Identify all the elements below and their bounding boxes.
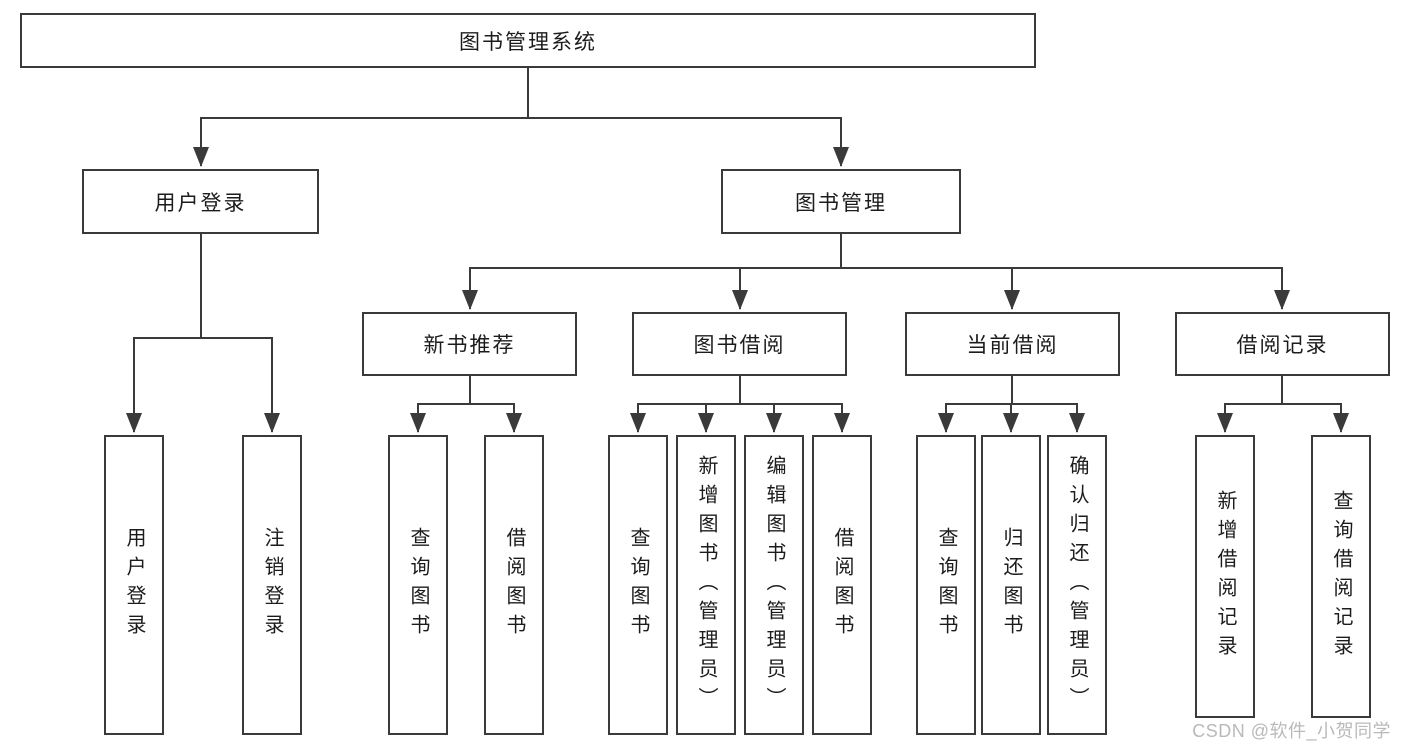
node-user-login: 用户登录	[82, 169, 319, 234]
node-root-system: 图书管理系统	[20, 13, 1036, 68]
leaf-borrowing-query-book-label: 查询图书	[627, 527, 649, 643]
leaf-recommend-borrow-book-label: 借阅图书	[503, 527, 525, 643]
node-borrow-records: 借阅记录	[1175, 312, 1390, 376]
leaf-borrowing-borrow-book-label: 借阅图书	[831, 527, 853, 643]
leaf-borrowing-edit-book: 编辑图书（管理员）	[744, 435, 804, 735]
watermark: CSDN @软件_小贺同学	[1192, 721, 1391, 741]
leaf-logout-label: 注销登录	[261, 527, 283, 643]
leaf-logout: 注销登录	[242, 435, 302, 735]
leaf-borrowing-add-book: 新增图书（管理员）	[676, 435, 736, 735]
leaf-current-confirm-return: 确认归还（管理员）	[1047, 435, 1107, 735]
leaf-records-add-record-label: 新增借阅记录	[1214, 489, 1236, 664]
leaf-records-add-record: 新增借阅记录	[1195, 435, 1255, 718]
node-book-borrowing: 图书借阅	[632, 312, 847, 376]
leaf-borrowing-query-book: 查询图书	[608, 435, 668, 735]
leaf-recommend-query-book-label: 查询图书	[407, 527, 429, 643]
leaf-current-return-book-label: 归还图书	[1000, 527, 1022, 643]
leaf-user-login: 用户登录	[104, 435, 164, 735]
leaf-current-query-book-label: 查询图书	[935, 527, 957, 643]
node-book-management: 图书管理	[721, 169, 961, 234]
leaf-borrowing-edit-book-label: 编辑图书（管理员）	[763, 454, 785, 716]
leaf-current-query-book: 查询图书	[916, 435, 976, 735]
node-new-book-recommend: 新书推荐	[362, 312, 577, 376]
leaf-borrowing-add-book-label: 新增图书（管理员）	[695, 454, 717, 716]
node-current-borrowing: 当前借阅	[905, 312, 1120, 376]
leaf-records-query-record: 查询借阅记录	[1311, 435, 1371, 718]
leaf-user-login-label: 用户登录	[123, 527, 145, 643]
leaf-recommend-borrow-book: 借阅图书	[484, 435, 544, 735]
leaf-records-query-record-label: 查询借阅记录	[1330, 489, 1352, 664]
leaf-current-return-book: 归还图书	[981, 435, 1041, 735]
leaf-recommend-query-book: 查询图书	[388, 435, 448, 735]
leaf-borrowing-borrow-book: 借阅图书	[812, 435, 872, 735]
leaf-current-confirm-return-label: 确认归还（管理员）	[1066, 454, 1088, 716]
